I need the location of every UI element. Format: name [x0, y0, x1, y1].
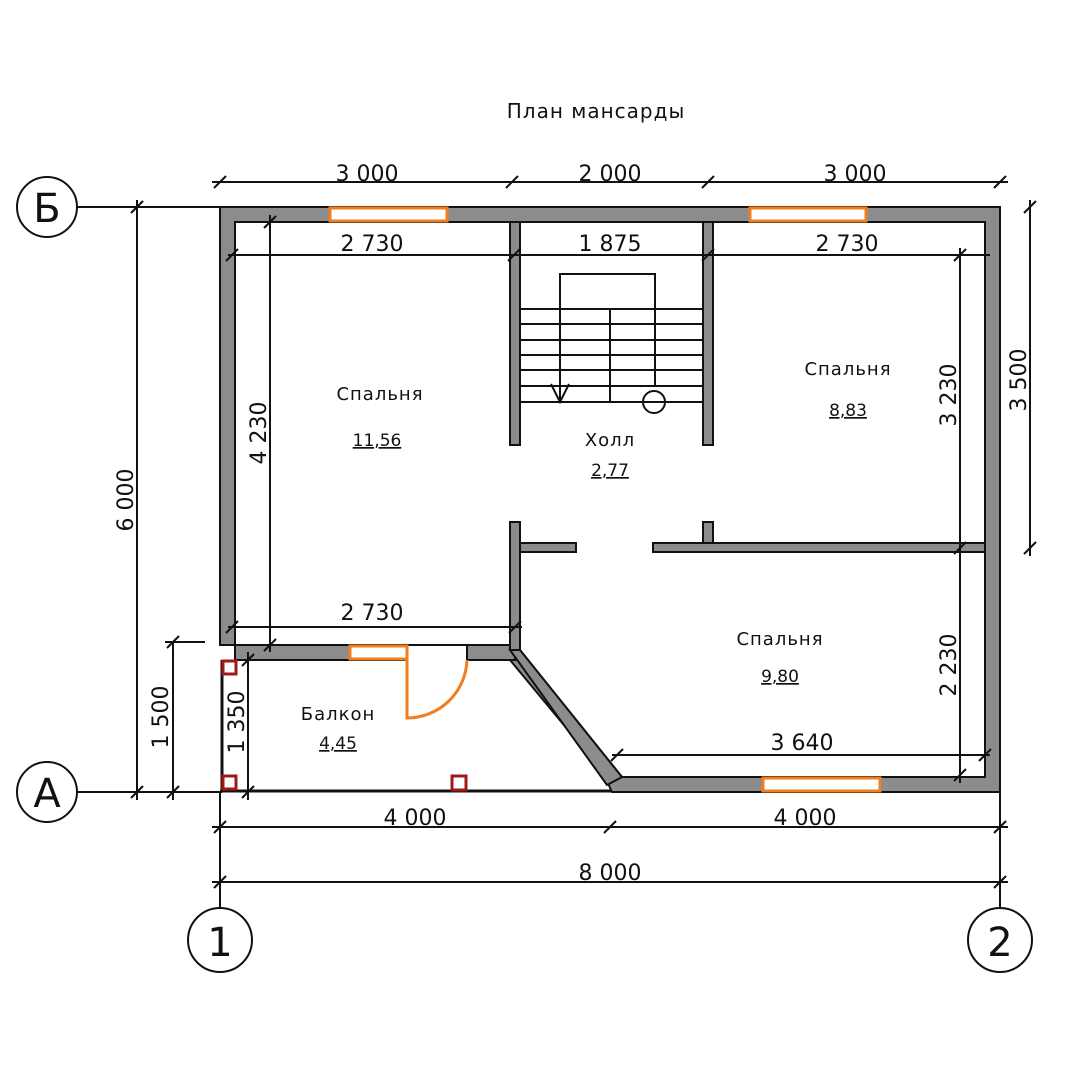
dim-bedroom-depth: 4 230	[247, 402, 272, 465]
dim-top-3: 3 000	[824, 162, 887, 187]
room-area: 4,45	[319, 734, 357, 754]
window-balcony	[348, 644, 409, 661]
plan-title: План мансарды	[507, 99, 686, 123]
dim-bottom-2: 4 000	[774, 806, 837, 831]
room-area: 9,80	[761, 667, 799, 687]
room-labels: Спальня 11,56 Холл 2,77 Спальня 8,83 Спа…	[301, 359, 891, 754]
dim-bottom-1: 4 000	[384, 806, 447, 831]
dim-right-upper: 3 230	[937, 364, 962, 427]
dim-inner-lower-right: 3 640	[771, 731, 834, 756]
dim-balcony-depth: 1 350	[225, 691, 250, 754]
walls	[219, 206, 1001, 793]
dim-right-total: 3 500	[1007, 349, 1032, 412]
room-name: Спальня	[804, 359, 891, 380]
axis-2-label: 2	[987, 920, 1012, 966]
room-name: Холл	[585, 430, 635, 451]
axis-a-marker	[16, 761, 78, 823]
room-name: Балкон	[301, 704, 376, 725]
dim-right-lower: 2 230	[937, 634, 962, 697]
dim-inner-top-1: 2 730	[341, 232, 404, 257]
axis-a-label: А	[33, 771, 61, 817]
window-bottom	[761, 776, 882, 793]
dimension-lines	[130, 175, 1037, 889]
dim-left-total: 6 000	[114, 469, 139, 532]
balcony-columns	[221, 659, 468, 792]
dim-left-balcony: 1 500	[149, 686, 174, 749]
dim-inner-top-2: 1 875	[579, 232, 642, 257]
staircase	[520, 273, 703, 414]
windows	[328, 206, 882, 793]
axis-2-marker	[967, 907, 1033, 973]
stairs-arrow-icon	[550, 383, 570, 405]
dim-inner-top-3: 2 730	[816, 232, 879, 257]
dim-inner-lower-left: 2 730	[341, 601, 404, 626]
axis-1-label: 1	[207, 920, 232, 966]
stairs-start-icon	[642, 390, 666, 414]
grid-axes: Б А 1 2	[16, 176, 1033, 973]
room-area: 11,56	[353, 431, 402, 451]
room-area: 8,83	[829, 401, 867, 421]
dimension-labels: 3 000 2 000 3 000 2 730 1 875 2 730 6 00…	[114, 162, 1032, 886]
window-top-left	[328, 206, 449, 223]
dim-total-width: 8 000	[579, 861, 642, 886]
room-name: Спальня	[736, 629, 823, 650]
room-name: Спальня	[336, 384, 423, 405]
balcony-door	[405, 659, 469, 720]
axis-1-marker	[187, 907, 253, 973]
axis-b-label: Б	[33, 186, 60, 232]
dim-top-2: 2 000	[579, 162, 642, 187]
window-top-right	[748, 206, 868, 223]
dim-top-1: 3 000	[336, 162, 399, 187]
axis-b-marker	[16, 176, 78, 238]
room-area: 2,77	[591, 461, 629, 481]
